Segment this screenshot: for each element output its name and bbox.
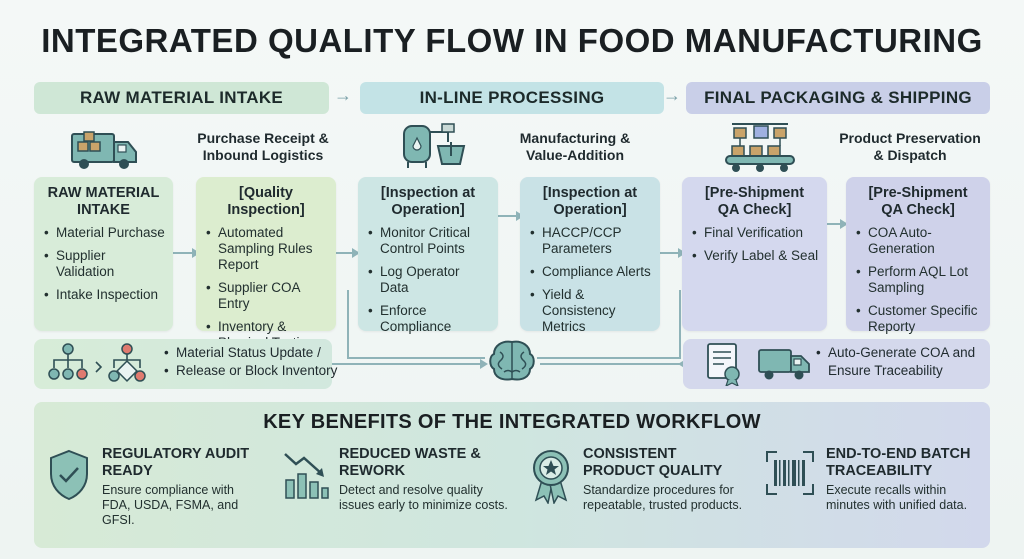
shield-check-icon (46, 448, 92, 502)
card-header: [Pre-Shipment QA Check] (704, 185, 805, 218)
card-inspection-at-operation-1: [Inspection at Operation] Monitor Critic… (358, 177, 498, 334)
card-header: [Quality Inspection] (227, 185, 305, 218)
phase-final-packaging-shipping: FINAL PACKAGING & SHIPPING (686, 82, 990, 114)
benefit-heading: REDUCED WASTE & REWORK (339, 446, 481, 479)
benefit-heading: REGULATORY AUDIT READY (102, 446, 250, 479)
list-item: Log Operator Data (366, 264, 490, 296)
benefit-consistent-quality: CONSISTENT PRODUCT QUALITY Standardize p… (583, 446, 758, 513)
list-item: Final Verification (690, 225, 819, 241)
delivery-truck-icon (70, 128, 140, 172)
benefit-reduced-waste: REDUCED WASTE & REWORK Detect and resolv… (339, 446, 509, 513)
award-ribbon-icon (528, 446, 574, 504)
page-title: INTEGRATED QUALITY FLOW IN FOOD MANUFACT… (41, 22, 983, 59)
list-item: Automated Sampling Rules Report (204, 225, 328, 273)
benefits-panel (34, 402, 990, 548)
card-raw-material-intake: RAW MATERIAL INTAKE Material Purchase Su… (34, 177, 173, 331)
stage-label-product-preservation: Product Preservation & Dispatch (839, 130, 981, 163)
benefits-title: KEY BENEFITS OF THE INTEGRATED WORKFLOW (263, 411, 761, 433)
certificate-icon (704, 342, 744, 386)
benefit-heading: CONSISTENT PRODUCT QUALITY (583, 446, 723, 479)
decision-tree-icon (44, 342, 154, 386)
list-item: Verify Label & Seal (690, 248, 819, 264)
list-item: Perform AQL Lot Sampling (854, 264, 982, 296)
list-item: Compliance Alerts (528, 264, 652, 280)
phase-arrow-2: → (663, 85, 681, 105)
stage-label-purchase-receipt: Purchase Receipt & Inbound Logistics (197, 130, 329, 163)
list-item: Monitor Critical Control Points (366, 225, 490, 257)
chart-down-icon (282, 450, 330, 502)
list-item: Supplier Validation (42, 248, 165, 280)
card-quality-inspection: [Quality Inspection] Automated Sampling … (196, 177, 336, 350)
card-pre-shipment-qa-1: [Pre-Shipment QA Check] Final Verificati… (682, 177, 827, 331)
brain-icon (486, 338, 538, 384)
list-item: Supplier COA Entry (204, 280, 328, 312)
processing-tank-icon (398, 120, 470, 170)
traceability-text: Auto-Generate COA and Ensure Traceabilit… (816, 344, 975, 380)
benefit-text: Standardize procedures for repeatable, t… (583, 483, 743, 512)
phase-in-line-processing: IN-LINE PROCESSING (360, 82, 664, 114)
benefit-text: Ensure compliance with FDA, USDA, FSMA, … (102, 483, 239, 527)
benefit-batch-traceability: END-TO-END BATCH TRACEABILITY Execute re… (826, 446, 986, 513)
card-inspection-at-operation-2: [Inspection at Operation] HACCP/CCP Para… (520, 177, 660, 334)
list-item: COA Auto-Generation (854, 225, 982, 257)
packaging-conveyor-icon (722, 120, 798, 174)
list-item: Release or Block Inventory (164, 362, 337, 380)
card-header: [Inspection at Operation] (542, 185, 638, 218)
list-item: Auto-Generate COA and Ensure Traceabilit… (816, 344, 975, 380)
inventory-status-text: Material Status Update / Release or Bloc… (164, 344, 337, 380)
list-item: Customer Specific Reporty (854, 303, 982, 335)
phase-arrow-1: → (334, 85, 352, 105)
list-item: Enforce Compliance (366, 303, 490, 335)
card-header: RAW MATERIAL INTAKE (47, 185, 160, 218)
delivery-van-icon (757, 346, 811, 382)
list-item: Material Purchase (42, 225, 165, 241)
list-item: Material Status Update / (164, 344, 337, 362)
benefit-regulatory-audit: REGULATORY AUDIT READY Ensure compliance… (102, 446, 272, 528)
benefit-text: Execute recalls within minutes with unif… (826, 483, 968, 512)
card-pre-shipment-qa-2: [Pre-Shipment QA Check] COA Auto-Generat… (846, 177, 990, 334)
barcode-icon (765, 450, 815, 496)
list-item: Yield & Consistency Metrics (528, 287, 652, 335)
card-header: [Pre-Shipment QA Check] (868, 185, 968, 218)
benefit-text: Detect and resolve quality issues early … (339, 483, 508, 512)
stage-label-manufacturing: Manufacturing & Value-Addition (519, 130, 631, 163)
list-item: Intake Inspection (42, 287, 165, 303)
benefit-heading: END-TO-END BATCH TRACEABILITY (826, 446, 971, 479)
list-item: HACCP/CCP Parameters (528, 225, 652, 257)
card-header: [Inspection at Operation] (380, 185, 476, 218)
phase-raw-material-intake: RAW MATERIAL INTAKE (34, 82, 329, 114)
